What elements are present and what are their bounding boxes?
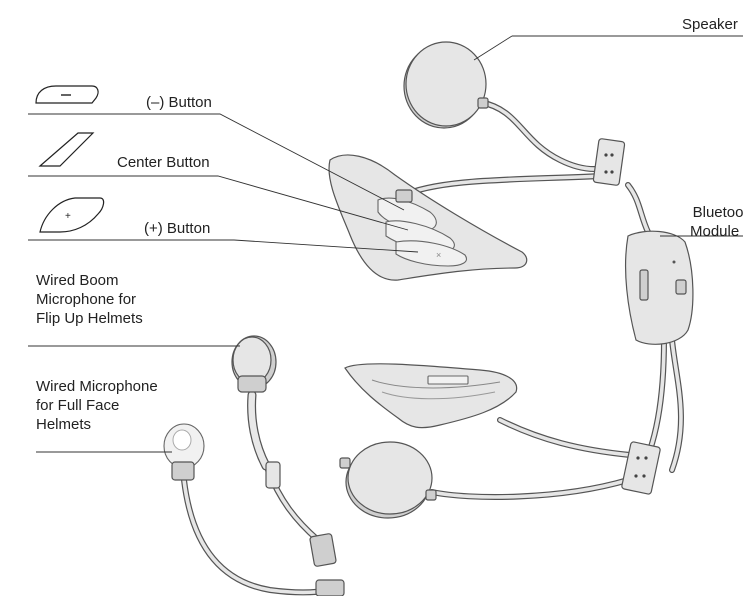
svg-text:×: × [436,250,441,260]
base-plate [345,364,517,428]
bluetooth-module-label-line-1: Bluetooth [676,203,743,222]
top-speaker [404,42,488,128]
cable-connector-top [593,138,625,185]
minus-button-label: (–) Button [146,94,212,112]
minus-button-icon [36,86,98,103]
bluetooth-module [626,231,693,344]
speaker-label: Speaker [682,16,738,34]
center-button-label: Center Button [117,154,210,172]
svg-text:+: + [65,211,71,222]
boom-microphone [232,336,336,567]
boom-microphone-label: Wired Boom Microphone for Flip Up Helmet… [36,271,143,328]
plus-button-icon: + [40,198,104,232]
boom-microphone-label-line-1: Wired Boom [36,271,143,290]
bluetooth-module-label-line-2: Module [676,222,743,241]
bottom-speaker [340,442,436,518]
wired-microphone-label: Wired Microphone for Full Face Helmets [36,377,158,434]
control-unit: × [329,155,527,280]
wired-microphone-label-line-1: Wired Microphone [36,377,158,396]
wired-microphone-label-line-3: Helmets [36,415,158,434]
boom-microphone-label-line-2: Microphone for [36,290,143,309]
bluetooth-module-label: Bluetooth Module [676,203,743,241]
wired-microphone-label-line-2: for Full Face [36,396,158,415]
boom-microphone-label-line-3: Flip Up Helmets [36,309,143,328]
plus-button-label: (+) Button [144,220,210,238]
center-button-icon [40,133,93,166]
cable-connector-bottom [621,441,660,494]
